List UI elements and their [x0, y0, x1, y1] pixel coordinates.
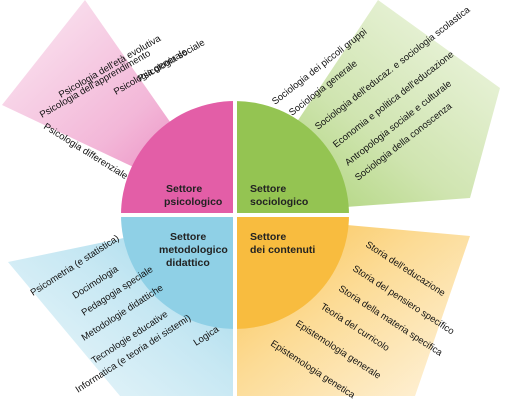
quadrant-contenuti — [235, 215, 349, 329]
quadrant-sociologico — [235, 101, 349, 215]
title-psicologico-2: psicologico — [164, 196, 222, 208]
title-sociologico-2: sociologico — [250, 196, 308, 208]
quadrant-metodologico — [121, 215, 235, 329]
title-contenuti-2: dei contenuti — [250, 244, 315, 256]
title-psicologico-1: Settore — [166, 183, 202, 195]
title-sociologico-1: Settore — [250, 183, 286, 195]
title-contenuti-1: Settore — [250, 231, 286, 243]
quadrant-psicologico — [121, 101, 235, 215]
title-metodologico-1: Settore — [170, 231, 206, 243]
title-metodologico-3: didattico — [166, 257, 210, 269]
title-metodologico-2: metodologico — [159, 244, 228, 256]
